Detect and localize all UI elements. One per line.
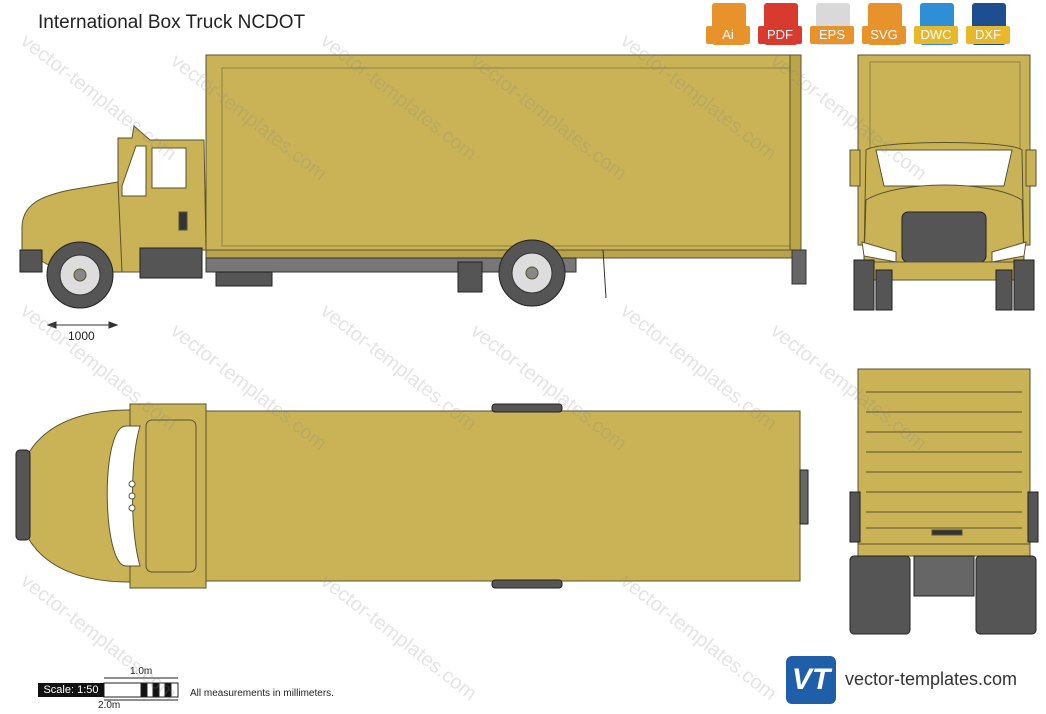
format-label: DWC <box>914 26 958 44</box>
scale-2m-label: 2.0m <box>98 700 121 711</box>
format-label: Ai <box>706 26 750 44</box>
scale-1m-label: 1.0m <box>130 666 153 677</box>
side-window <box>151 147 187 189</box>
side-cargo-box <box>205 54 802 251</box>
format-ai-button[interactable]: Ai <box>706 3 750 47</box>
format-svg-button[interactable]: SVG <box>862 3 906 47</box>
format-label: SVG <box>862 26 906 44</box>
front-grille <box>901 211 987 263</box>
format-dxf-button[interactable]: DXF <box>966 3 1010 47</box>
page-title: International Box Truck NCDOT <box>38 12 306 33</box>
brand-link[interactable]: vector-templates.com <box>845 669 1018 689</box>
rear-view <box>849 368 1039 635</box>
dimension-arrow <box>46 321 119 329</box>
front-view <box>849 54 1037 311</box>
rear-cargo-door <box>857 368 1031 545</box>
scale-label: Scale: 1:50 <box>38 683 104 697</box>
dimension-label: 1000 <box>68 329 95 343</box>
top-view <box>15 403 809 589</box>
side-view <box>19 54 807 309</box>
measurement-note: All measurements in millimeters. <box>190 688 334 699</box>
format-buttons: Ai PDF EPS SVG DWC DXF <box>706 3 1010 47</box>
format-label: EPS <box>810 26 854 44</box>
top-windshield <box>106 425 141 567</box>
format-eps-button[interactable]: EPS <box>810 3 854 47</box>
scale-bar <box>103 677 179 701</box>
format-label: PDF <box>758 26 802 44</box>
top-cargo-box <box>205 410 801 582</box>
front-windshield <box>875 149 1013 187</box>
format-pdf-button[interactable]: PDF <box>758 3 802 47</box>
brand-logo[interactable]: VT <box>786 656 836 704</box>
format-dwc-button[interactable]: DWC <box>914 3 958 47</box>
format-label: DXF <box>966 26 1010 44</box>
